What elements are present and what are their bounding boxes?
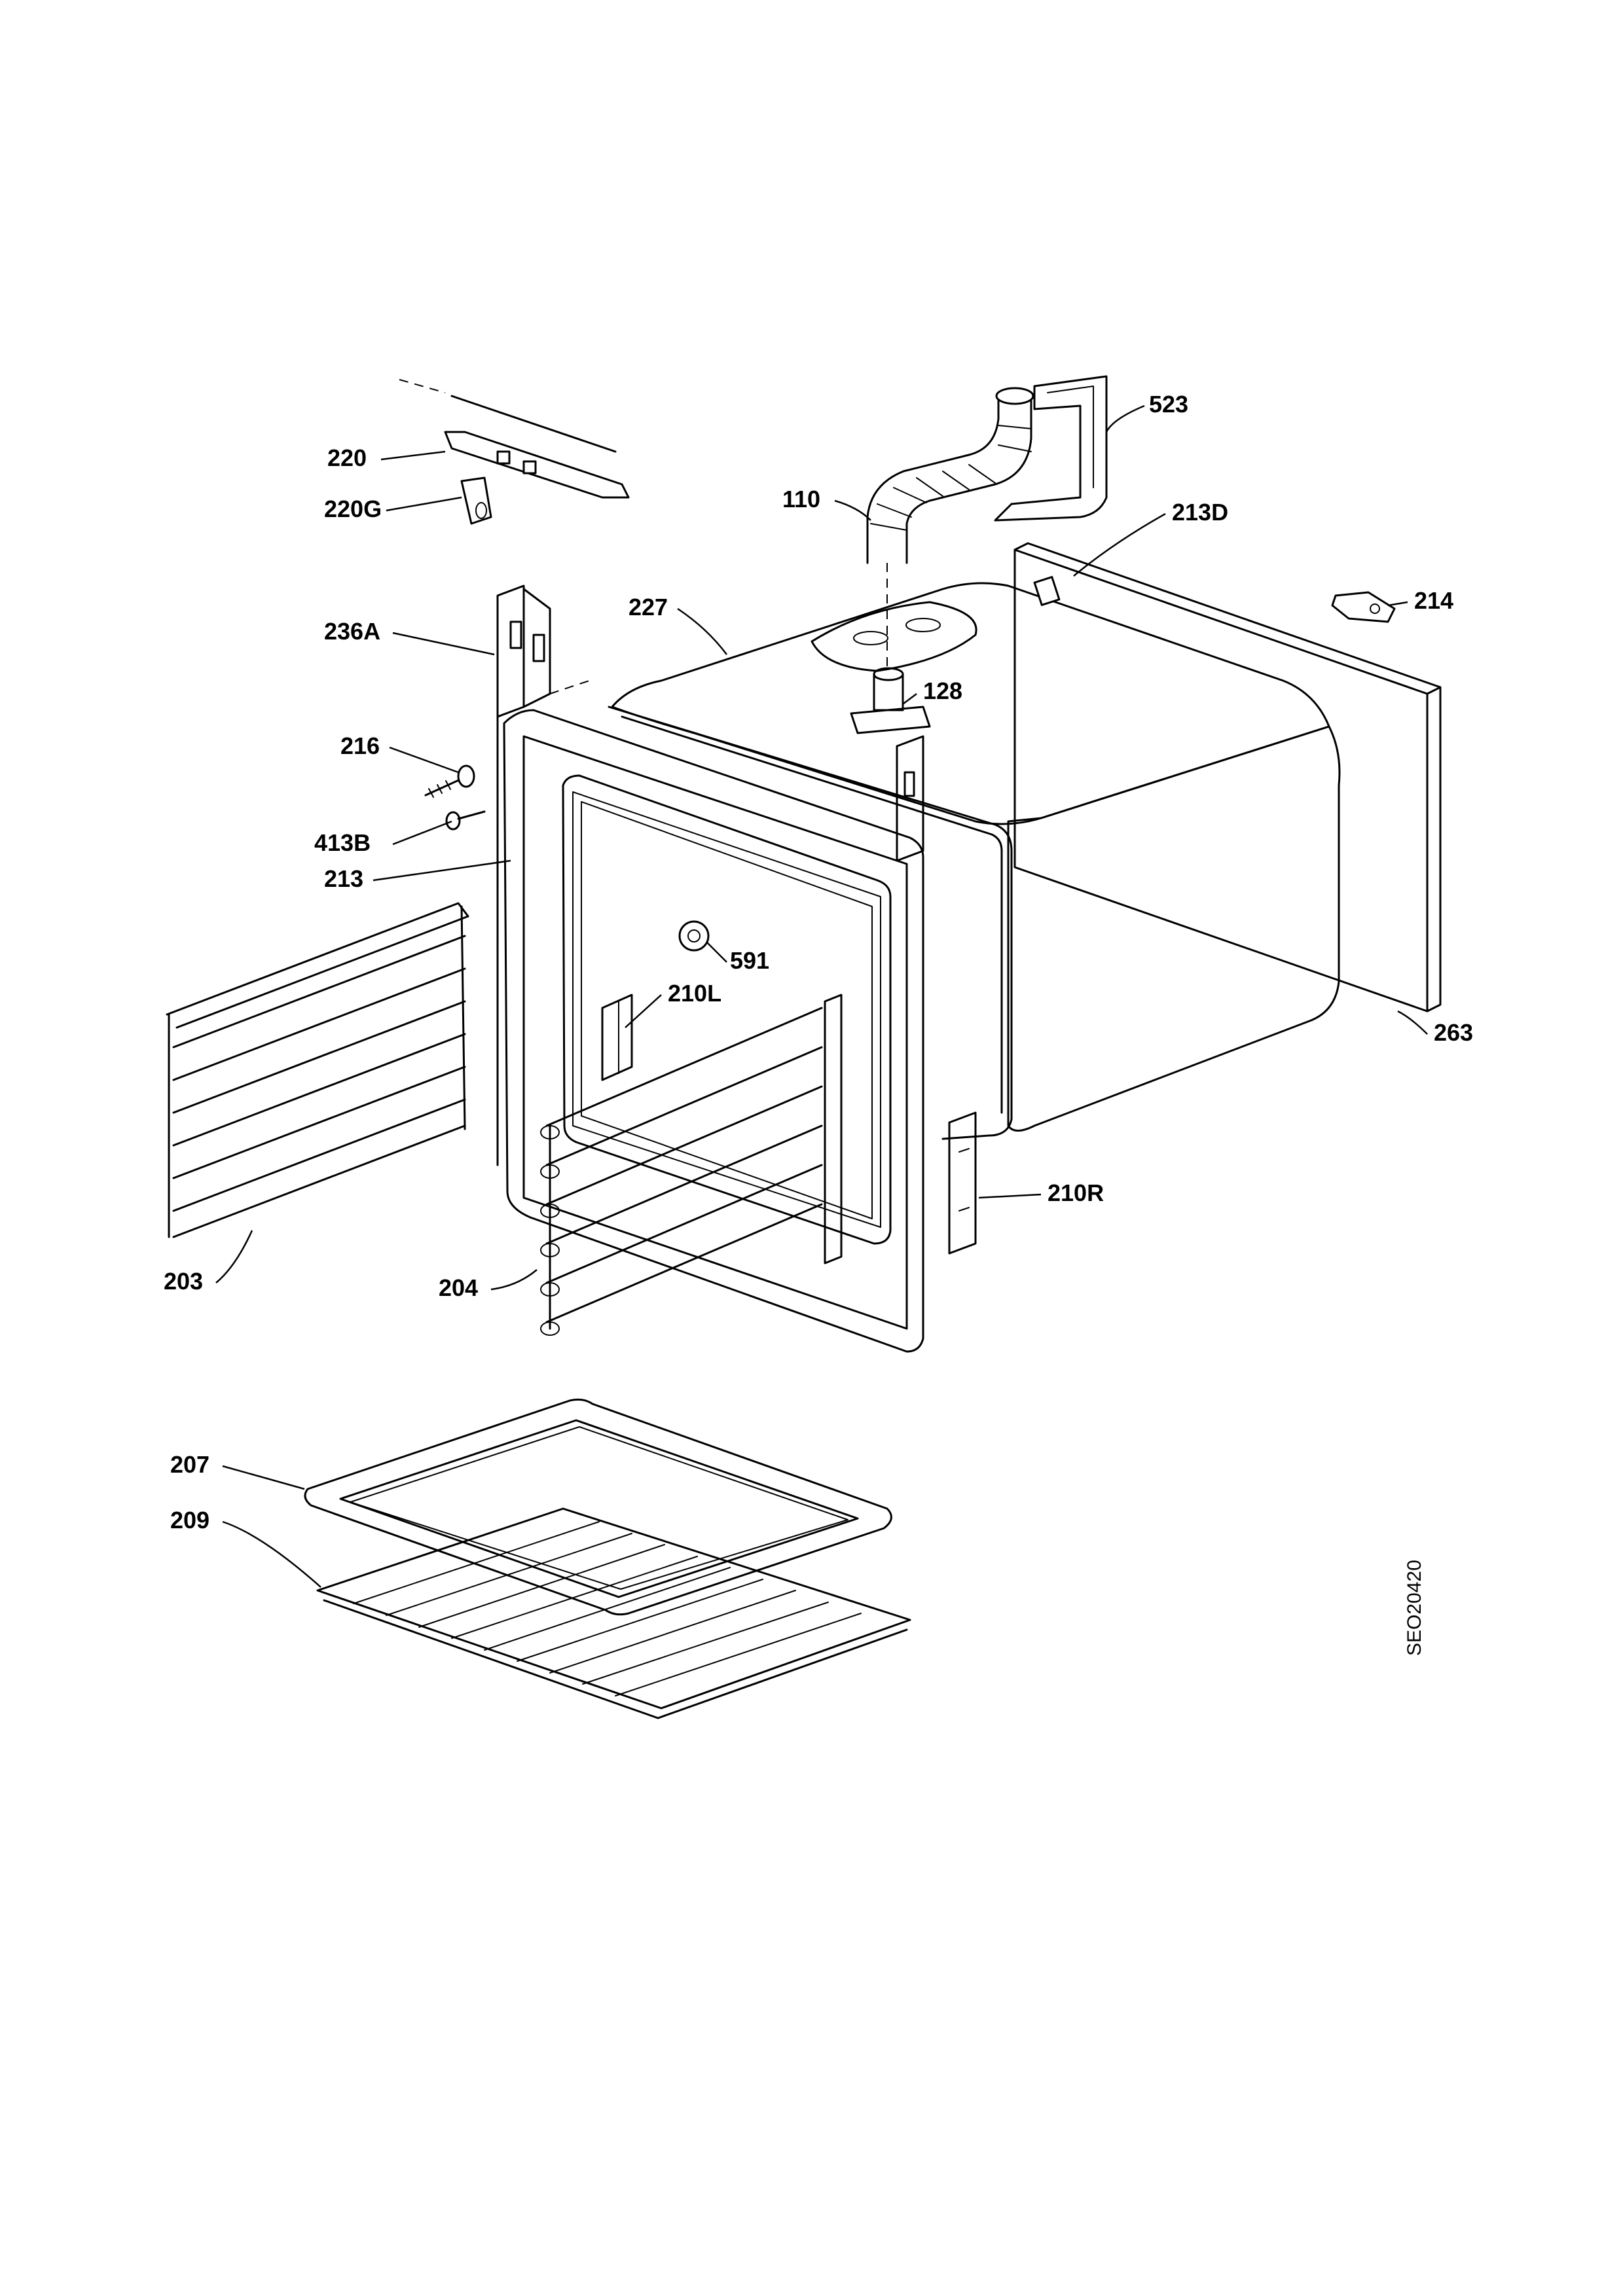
- part-labels: 523 110 213D 214 220 220G 236A 227 128 2…: [164, 391, 1473, 1534]
- label-236A: 236A: [324, 618, 380, 645]
- oven-cavity-drawing: [608, 582, 1341, 1140]
- label-207: 207: [170, 1451, 210, 1478]
- hinge-support-right-drawing: [896, 735, 924, 862]
- label-523: 523: [1149, 391, 1188, 418]
- label-591: 591: [730, 947, 769, 974]
- label-210R: 210R: [1048, 1179, 1104, 1206]
- rung-support-right-drawing: [948, 1111, 977, 1255]
- clip-drawing: [1331, 591, 1396, 623]
- exhaust-assembly-drawing: [811, 375, 1108, 734]
- back-insulation-drawing: [1013, 542, 1442, 1013]
- label-210L: 210L: [668, 980, 721, 1007]
- label-227: 227: [629, 594, 668, 620]
- label-214: 214: [1414, 587, 1453, 614]
- screws-drawing: [424, 764, 486, 831]
- label-213D: 213D: [1172, 499, 1228, 526]
- label-110: 110: [782, 486, 820, 512]
- label-213: 213: [324, 865, 363, 892]
- label-263: 263: [1434, 1019, 1473, 1046]
- wire-shelf-drawing: [316, 1507, 911, 1719]
- label-204: 204: [439, 1274, 478, 1301]
- shelf-support-right-drawing: [540, 1007, 823, 1336]
- top-bracket-drawing: [399, 379, 630, 525]
- label-216: 216: [340, 732, 380, 759]
- label-203: 203: [164, 1268, 203, 1295]
- label-413B: 413B: [314, 829, 371, 856]
- label-209: 209: [170, 1507, 210, 1534]
- leader-lines: [215, 404, 1428, 1588]
- label-128: 128: [923, 677, 962, 704]
- label-220G: 220G: [324, 495, 382, 522]
- document-code: SEO20420: [1404, 1560, 1425, 1656]
- baking-tray-drawing: [304, 1398, 892, 1616]
- hinge-support-left-drawing: [496, 584, 590, 1166]
- front-frame-drawing: [503, 709, 924, 1353]
- shelf-support-left-drawing: [166, 902, 469, 1238]
- label-220: 220: [327, 444, 367, 471]
